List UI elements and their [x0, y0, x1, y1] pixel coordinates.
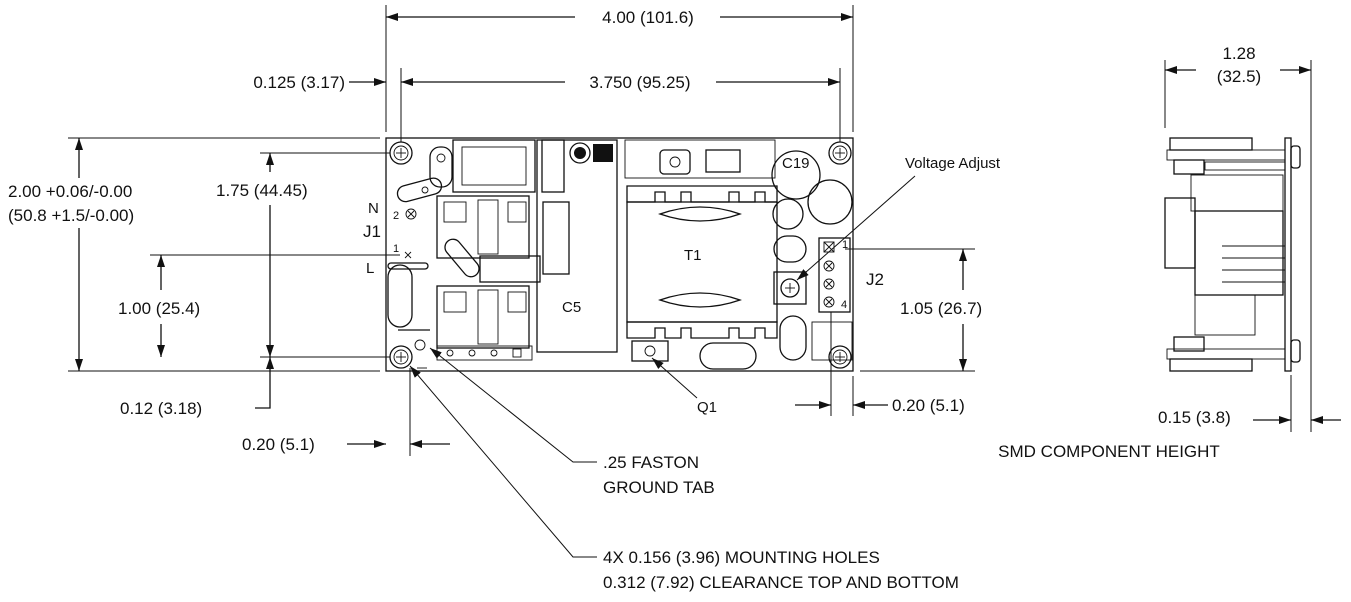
dimension-j1-height — [150, 254, 400, 357]
dimension-hole-spacing-width — [349, 68, 841, 142]
j2-pin1-label: 1 — [842, 239, 848, 251]
mounting-holes-leader — [409, 365, 597, 558]
q1-leader — [651, 357, 698, 399]
mounting-holes-note-line1: 4X 0.156 (3.96) MOUNTING HOLES — [603, 548, 880, 567]
t1-label: T1 — [684, 247, 702, 264]
overall-width-label: 4.00 (101.6) — [602, 8, 694, 27]
side-pcb — [1284, 137, 1292, 372]
j2-right-offset-label: 0.20 (5.1) — [892, 396, 965, 415]
c5-label: C5 — [562, 299, 581, 316]
side-width-label-line2: (32.5) — [1217, 67, 1261, 86]
voltage-adjust-pot — [780, 278, 800, 298]
xp-logo — [593, 144, 613, 162]
component-q1 — [631, 340, 669, 362]
top-view — [385, 137, 854, 372]
c19-label: C19 — [782, 155, 810, 172]
overall-height-label-line2: (50.8 +1.5/-0.00) — [8, 206, 134, 225]
hole-spacing-width-label: 3.750 (95.25) — [589, 73, 690, 92]
component-cap-y — [542, 201, 570, 275]
hole-offset-bottom-label: 0.12 (3.18) — [120, 399, 202, 418]
j1-height-label: 1.00 (25.4) — [118, 299, 200, 318]
component-choke-upper — [436, 195, 530, 259]
component-relay — [452, 139, 536, 193]
q1-label: Q1 — [697, 399, 717, 416]
pcb-outline — [385, 137, 854, 372]
j1-connector — [387, 264, 413, 328]
j1-n-label: N — [368, 200, 379, 217]
hole-offset-left-label: 0.125 (3.17) — [253, 73, 345, 92]
mounting-hole-bottom-left — [389, 345, 413, 369]
dimension-hole-offset-bottom — [255, 357, 274, 409]
ground-tab-leader — [429, 347, 597, 463]
mounting-hole-bottom-right — [828, 345, 852, 369]
component-t1 — [626, 201, 778, 323]
ground-tab-note-line2: GROUND TAB — [603, 478, 715, 497]
mounting-holes-note-line2: 0.312 (7.92) CLEARANCE TOP AND BOTTOM — [603, 573, 959, 592]
ground-tab-note-line1: .25 FASTON — [603, 453, 699, 472]
dimension-overall-width — [385, 5, 854, 132]
j2-height-label: 1.05 (26.7) — [900, 299, 982, 318]
dimension-ground-tab-offset — [347, 368, 450, 456]
component-n-terminal — [396, 177, 443, 203]
voltage-adjust-label: Voltage Adjust — [905, 155, 1001, 172]
j1-label: J1 — [363, 222, 381, 241]
hole-spacing-height-label: 1.75 (44.45) — [216, 181, 308, 200]
ground-tab-offset-label: 0.20 (5.1) — [242, 435, 315, 454]
xp-logo-ring — [569, 142, 591, 164]
dimension-j2-right-offset — [795, 312, 888, 416]
mounting-hole-top-left — [389, 141, 413, 165]
side-width-label-line1: 1.28 — [1222, 44, 1255, 63]
side-standoff-top — [1290, 145, 1301, 169]
j1-pin1-label: 1 — [393, 243, 399, 255]
j2-pin4-label: 4 — [841, 299, 847, 311]
j2-terminal-block — [818, 237, 851, 313]
side-standoff-bottom — [1290, 339, 1301, 363]
component-choke-lower — [436, 285, 530, 349]
mounting-hole-top-right — [828, 141, 852, 165]
smd-component-height-note: SMD COMPONENT HEIGHT — [998, 442, 1220, 461]
side-view — [1164, 60, 1341, 432]
component-t1-top — [626, 185, 778, 203]
component-c5 — [536, 139, 618, 353]
overall-height-label-line1: 2.00 +0.06/-0.00 — [8, 182, 132, 201]
j2-label: J2 — [866, 270, 884, 289]
component-fuse — [429, 146, 453, 188]
voltage-adjust-leader — [796, 175, 916, 281]
j1-pin2-label: 2 — [393, 210, 399, 222]
smd-height-label: 0.15 (3.8) — [1158, 408, 1231, 427]
j1-l-label: L — [366, 260, 374, 277]
dimension-hole-spacing-height — [260, 152, 390, 358]
dimension-overall-height — [68, 137, 380, 372]
component-c19 — [771, 150, 821, 200]
dimension-j2-height — [845, 248, 975, 372]
